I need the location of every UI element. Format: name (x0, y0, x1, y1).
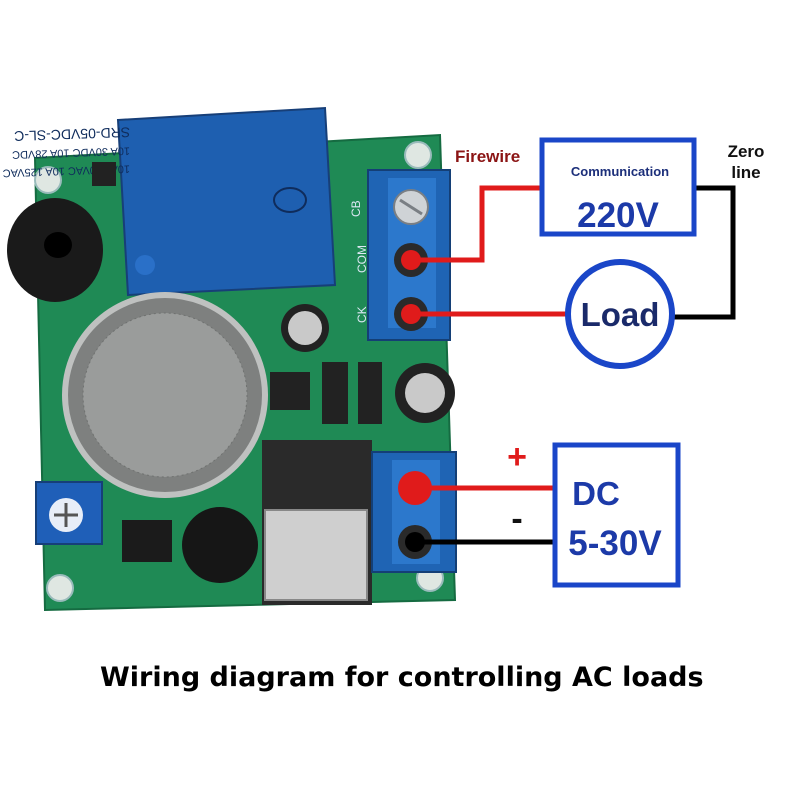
gas-sensor (62, 292, 268, 498)
capacitor (182, 507, 258, 583)
voltage-ac-label: 220V (577, 196, 659, 235)
ic-chip (122, 520, 172, 562)
mounting-hole (46, 574, 74, 602)
mounting-hole (34, 166, 62, 194)
dc-label: DC (572, 475, 620, 512)
firewire-label: Firewire (455, 147, 520, 166)
small-component (92, 162, 116, 186)
power-screw-positive (398, 471, 432, 505)
jumper (270, 372, 310, 410)
capacitor (281, 304, 329, 352)
capacitor (395, 363, 455, 423)
zero-line-wire (673, 185, 736, 320)
firewire-wire (418, 185, 548, 263)
diode (358, 362, 382, 424)
potentiometer (35, 481, 103, 545)
regulator-tab (264, 509, 368, 601)
relay-terminal-block: CB COM CK (349, 169, 451, 341)
terminal-label-ck: CK (355, 306, 369, 323)
relay-text-2: 10A 30VDC 10A 28VDC (12, 144, 130, 160)
diagram-caption: Wiring diagram for controlling AC loads (100, 662, 704, 693)
load-label: Load (581, 296, 660, 333)
terminal-label-cb: CB (349, 200, 363, 217)
zero-line-label-2: line (731, 163, 760, 182)
relay-text-1: SRD-05VDC-SL-C (14, 124, 130, 144)
terminal-label-com: COM (355, 245, 369, 273)
communication-label: Communication (571, 164, 669, 179)
diode (322, 362, 348, 424)
buzzer (7, 198, 103, 302)
plus-sign: + (507, 438, 527, 476)
minus-sign: - (511, 500, 522, 538)
dc-range-label: 5-30V (568, 524, 662, 563)
dc-box (552, 442, 681, 588)
zero-line-label-1: Zero (728, 142, 765, 161)
mounting-hole (404, 141, 432, 169)
relay: SRD-05VDC-SL-C 10A 30VDC 10A 28VDC 10A 2… (2, 106, 337, 297)
communication-box (539, 137, 697, 237)
load-circle (565, 259, 675, 369)
power-terminal-block (371, 451, 457, 573)
